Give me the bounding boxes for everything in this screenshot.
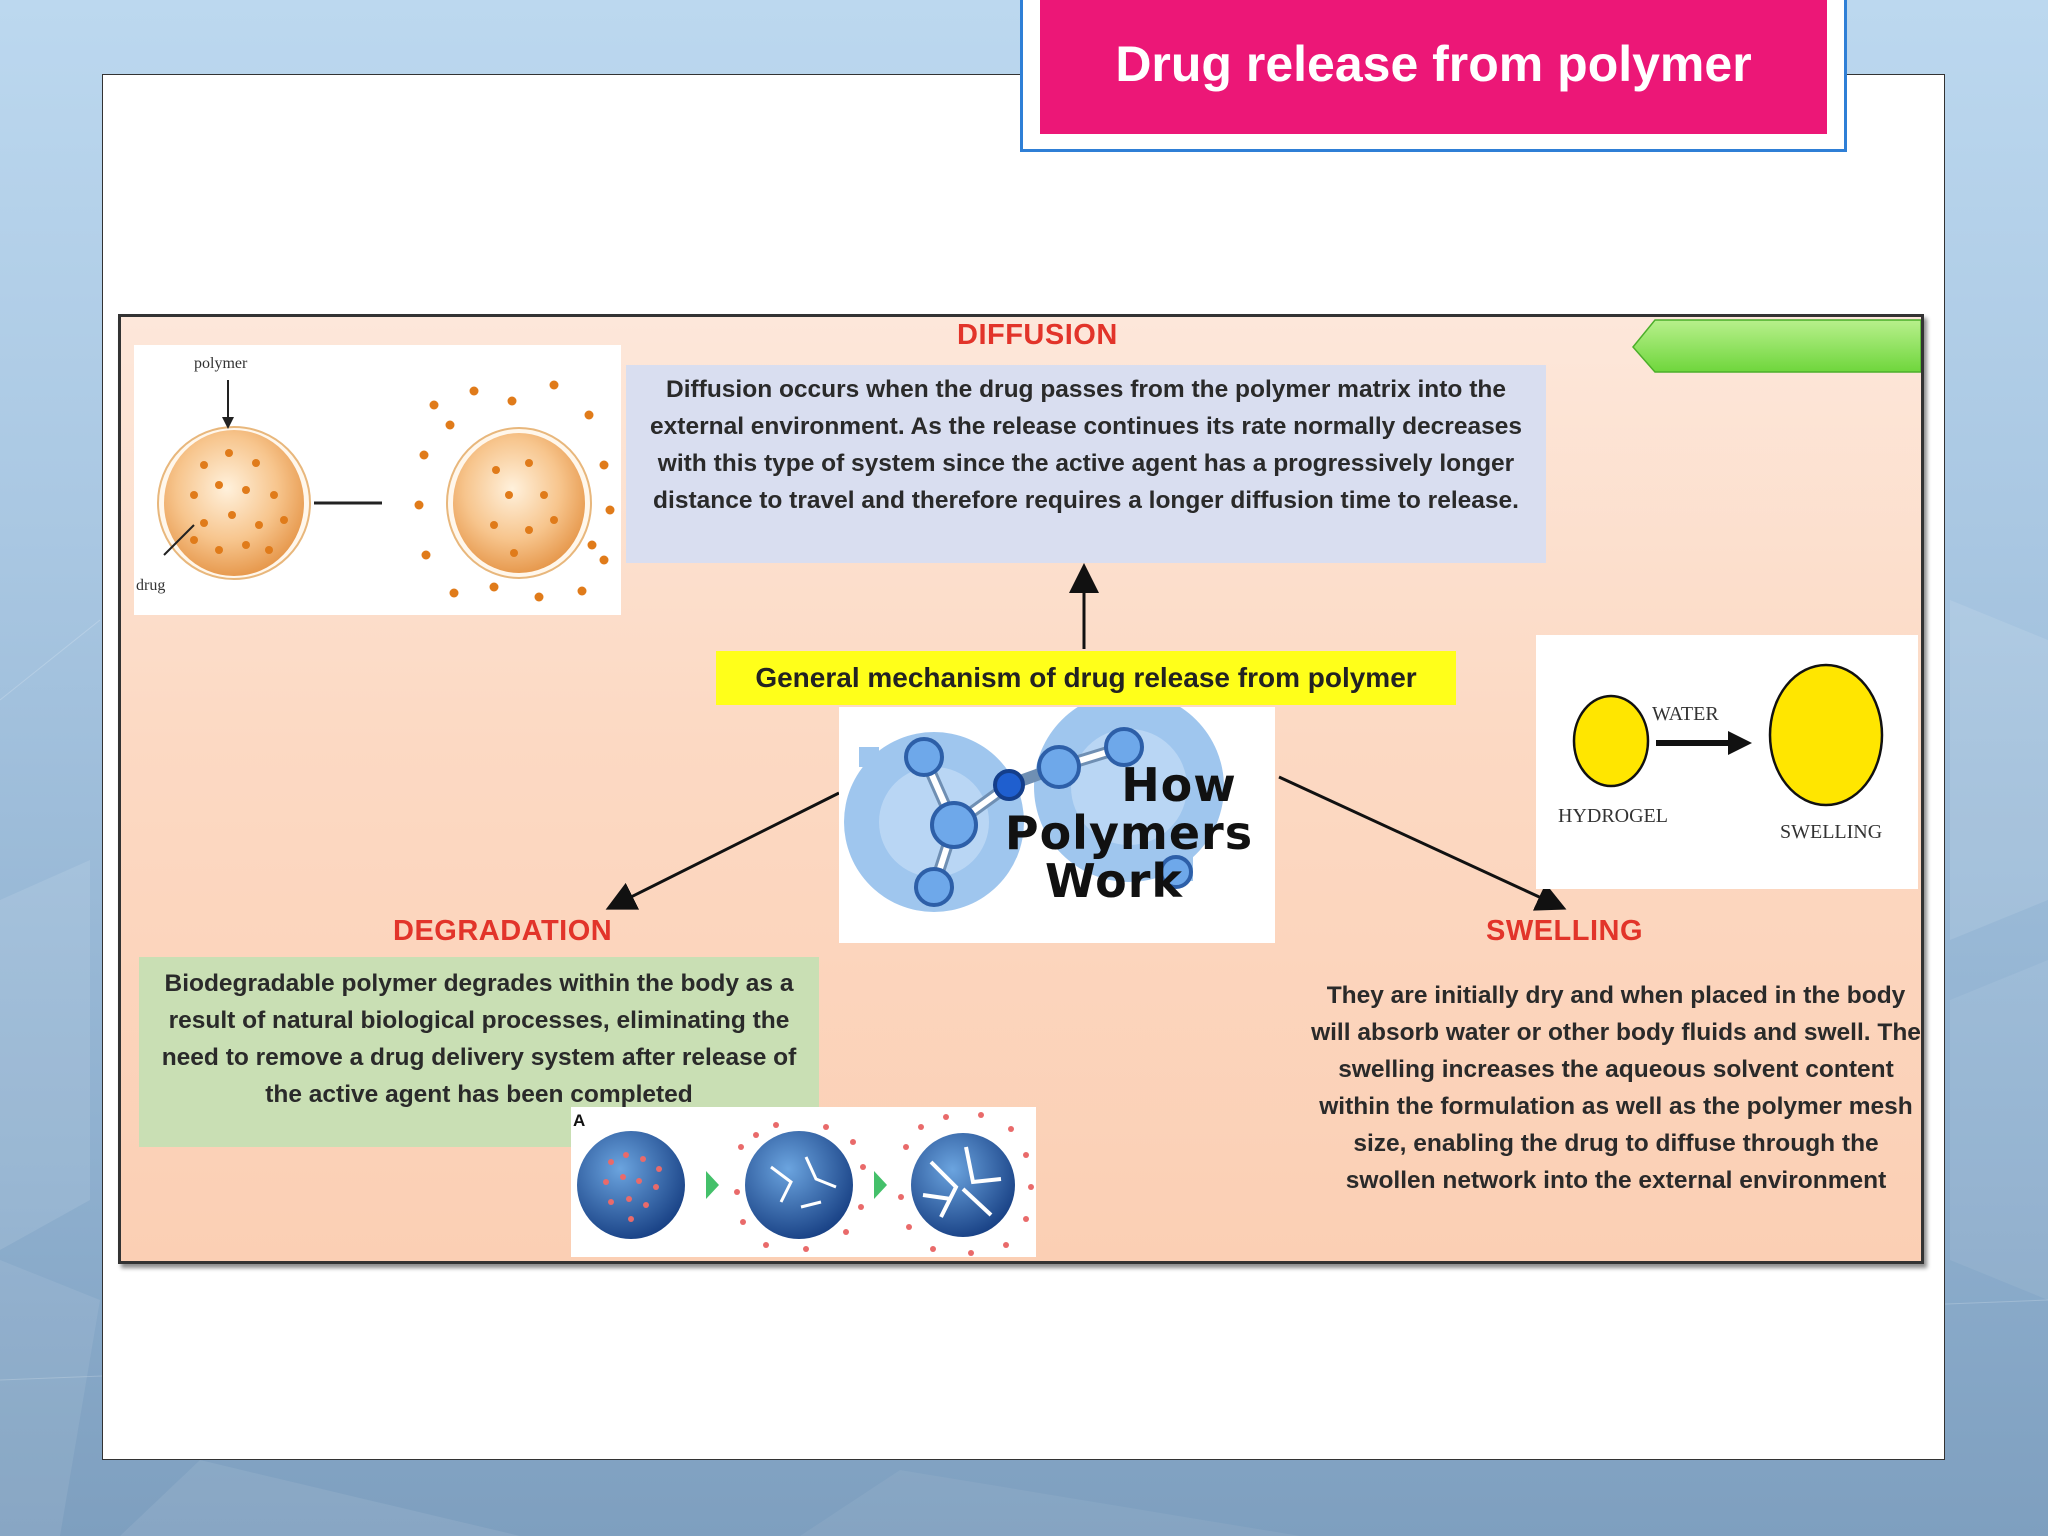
swelling-label: SWELLING [1780, 821, 1883, 843]
hydrogel-label: HYDROGEL [1558, 805, 1668, 827]
swelling-heading: SWELLING [1486, 915, 1644, 947]
swelling-text: They are initially dry and when placed i… [1311, 982, 1921, 1194]
diffusion-heading: DIFFUSION [957, 319, 1118, 351]
green-tab-shape [1632, 319, 1921, 373]
diffusion-figure: polymer drug [134, 345, 621, 615]
mechanism-poster: DIFFUSION Diffusion occurs when the drug… [118, 314, 1924, 1264]
how-polymers-work-logo: How Polymers Work [839, 692, 1275, 943]
polymer-label: polymer [194, 355, 248, 372]
water-label: WATER [1652, 703, 1719, 725]
degradation-heading: DEGRADATION [393, 915, 613, 947]
general-mechanism-label: General mechanism of drug release from p… [716, 651, 1456, 705]
logo-text-polymers: Polymers [1004, 806, 1254, 860]
diffusion-text: Diffusion occurs when the drug passes fr… [626, 365, 1546, 563]
slide-title: Drug release from polymer [1040, 0, 1827, 134]
logo-text-work: Work [1045, 854, 1183, 908]
degradation-figure-label: A [573, 1111, 586, 1130]
drug-label: drug [136, 577, 166, 594]
connector-arrows [605, 319, 1921, 911]
logo-text-how: How [1121, 758, 1237, 812]
swelling-figure: WATER HYDROGEL SWELLING [1536, 635, 1918, 889]
degradation-figure: A [571, 1107, 1036, 1257]
